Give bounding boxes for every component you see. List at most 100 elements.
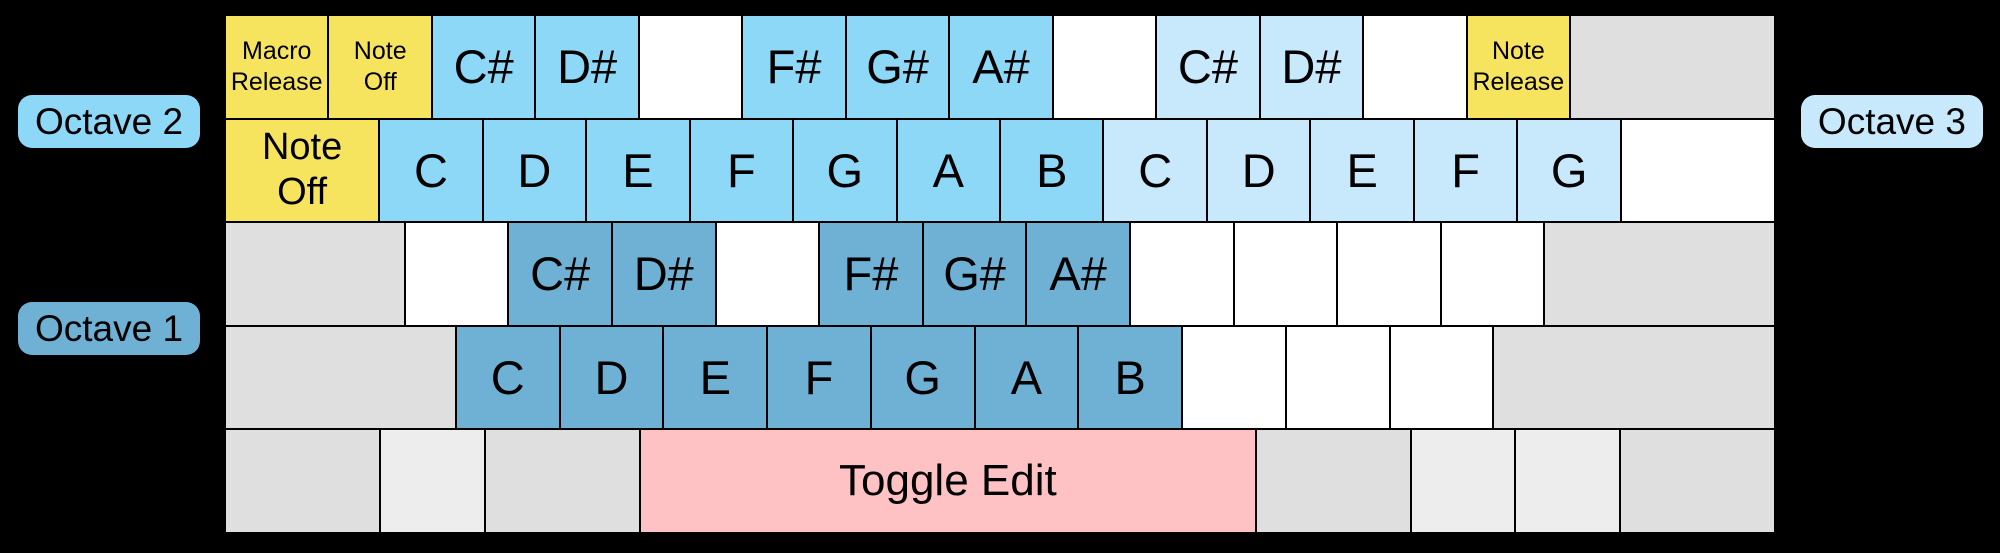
key-2: C# [431,15,536,119]
key-o: D [1206,118,1311,223]
key-shift-right [1493,325,1776,430]
key-r-label: F [726,143,756,197]
key-1-label-line-1: Note [353,36,407,65]
key-3-label: D# [557,40,618,94]
key-l [1233,222,1338,326]
key-backquote-label-line-1: Macro [242,36,312,65]
octave-1-badge-label: Octave 1 [35,307,184,349]
key-backspace [1570,15,1776,119]
key-9-label: C# [1177,40,1238,94]
key-h: G# [922,222,1027,326]
key-alt-right [1255,429,1412,533]
key-backslash [1620,118,1776,223]
key-7: A# [949,15,1053,119]
key-u-label: B [1036,143,1068,197]
key-menu [1515,429,1620,533]
key-8 [1052,15,1157,119]
key-ctrl-right [1619,429,1776,533]
key-q-label: C [413,143,448,197]
key-d-label: D# [633,247,694,301]
key-tab-label-line-2: Off [277,171,328,214]
key-5-label: F# [766,40,822,94]
key-k [1129,222,1234,326]
key-ctrl-left [225,429,381,533]
key-b: G [870,325,975,430]
key-enter [1544,222,1775,326]
key-a [404,222,509,326]
key-period [1285,325,1390,430]
key-7-label: A# [972,40,1030,94]
key-p-label: E [1346,143,1378,197]
key-o-label: D [1241,143,1276,197]
key-y: A [896,118,1001,223]
key-9: C# [1156,15,1260,119]
key-space: Toggle Edit [640,429,1256,533]
key-comma [1182,325,1286,430]
key-equals-label-line-2: Release [1472,67,1565,96]
octave-2-badge-label: Octave 2 [35,100,184,142]
key-m-label: B [1114,351,1146,405]
key-v-label: F [804,351,834,405]
octave-3-badge-label: Octave 3 [1817,100,1966,142]
key-4 [638,15,743,119]
key-c: E [663,325,768,430]
key-g: F# [819,222,923,326]
key-b-label: G [904,351,941,405]
key-z: C [455,325,560,430]
key-semicolon [1337,222,1441,326]
key-tab-label-line-1: Note [261,125,343,168]
key-y-label: A [932,143,964,197]
octave-2-badge: Octave 2 [18,95,201,148]
key-e: E [586,118,690,223]
key-p: E [1310,118,1414,223]
key-minus [1363,15,1467,119]
key-0-label: D# [1281,40,1342,94]
key-win-left [380,429,485,533]
key-0: D# [1259,15,1364,119]
key-n: A [974,325,1079,430]
key-w: D [482,118,587,223]
key-h-label: G# [943,247,1006,301]
key-space-label: Toggle Edit [839,456,1057,506]
octave-3-badge: Octave 3 [1800,95,1983,148]
key-v: F [767,325,871,430]
key-equals-label-line-1: Note [1491,36,1545,65]
key-s-label: C# [530,247,591,301]
key-x-label: D [594,351,629,405]
key-w-label: D [517,143,552,197]
key-j: A# [1026,222,1130,326]
key-quote [1440,222,1545,326]
key-q: C [379,118,483,223]
key-t-label: G [826,143,864,197]
key-bracket-left-label: F [1451,143,1480,197]
key-c-label: E [699,351,731,405]
key-j-label: A# [1049,247,1107,301]
key-backquote-label-line-2: Release [230,67,323,96]
key-1-label-line-2: Off [363,67,397,96]
key-6-label: G# [866,40,929,94]
key-m: B [1078,325,1183,430]
keyboard-row-5: Toggle Edit [225,429,1776,533]
key-u: B [1000,118,1104,223]
key-bracket-right: G [1517,118,1621,223]
key-g-label: F# [843,247,899,301]
key-t: G [793,118,897,223]
key-5: F# [742,15,846,119]
key-f [715,222,820,326]
key-x: D [559,325,664,430]
key-shift-left [225,325,456,430]
key-d: D# [611,222,716,326]
key-caps-lock [225,222,405,326]
key-i: C [1103,118,1207,223]
key-6: G# [845,15,950,119]
octave-1-badge: Octave 1 [18,302,201,355]
key-2-label: C# [453,40,514,94]
